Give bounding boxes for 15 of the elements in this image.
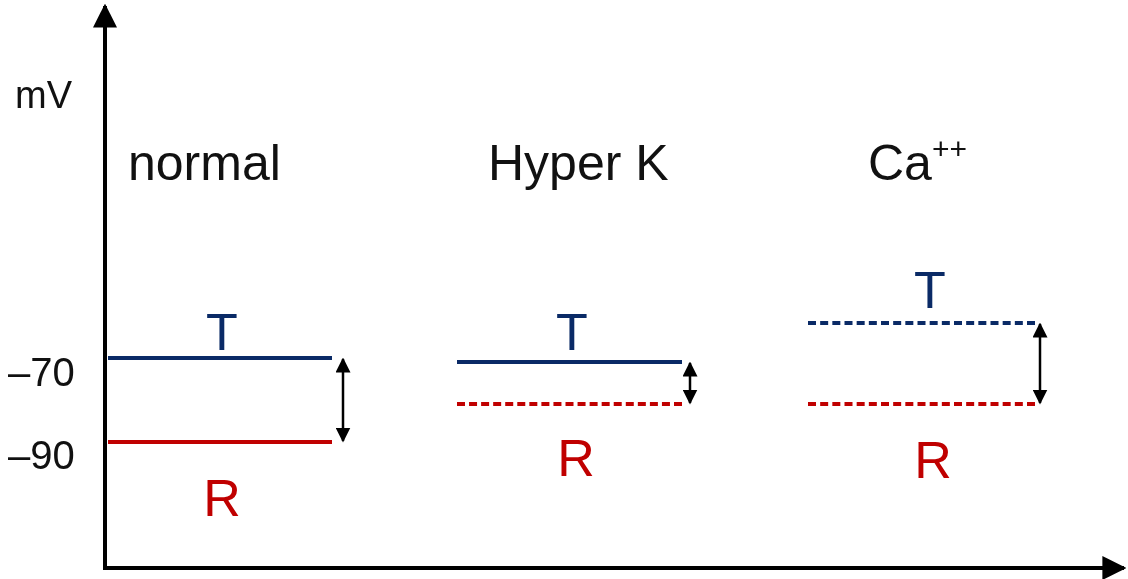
line-label: R (557, 432, 595, 484)
line-label: T (556, 306, 588, 358)
axis-label: Hyper K (488, 138, 669, 188)
double-arrow (1032, 322, 1048, 405)
line-label: T (206, 306, 238, 358)
axis-label: –90 (8, 435, 75, 475)
axis-label: mV (15, 76, 72, 114)
axis-label: Ca$^{++}$ (868, 138, 967, 188)
line-label: R (914, 434, 952, 486)
axis-label: –70 (8, 352, 75, 392)
line-label: T (914, 264, 946, 316)
axis-label: normal (128, 138, 281, 188)
line-label: R (203, 472, 241, 524)
double-arrow (335, 357, 351, 443)
double-arrow (682, 361, 698, 405)
